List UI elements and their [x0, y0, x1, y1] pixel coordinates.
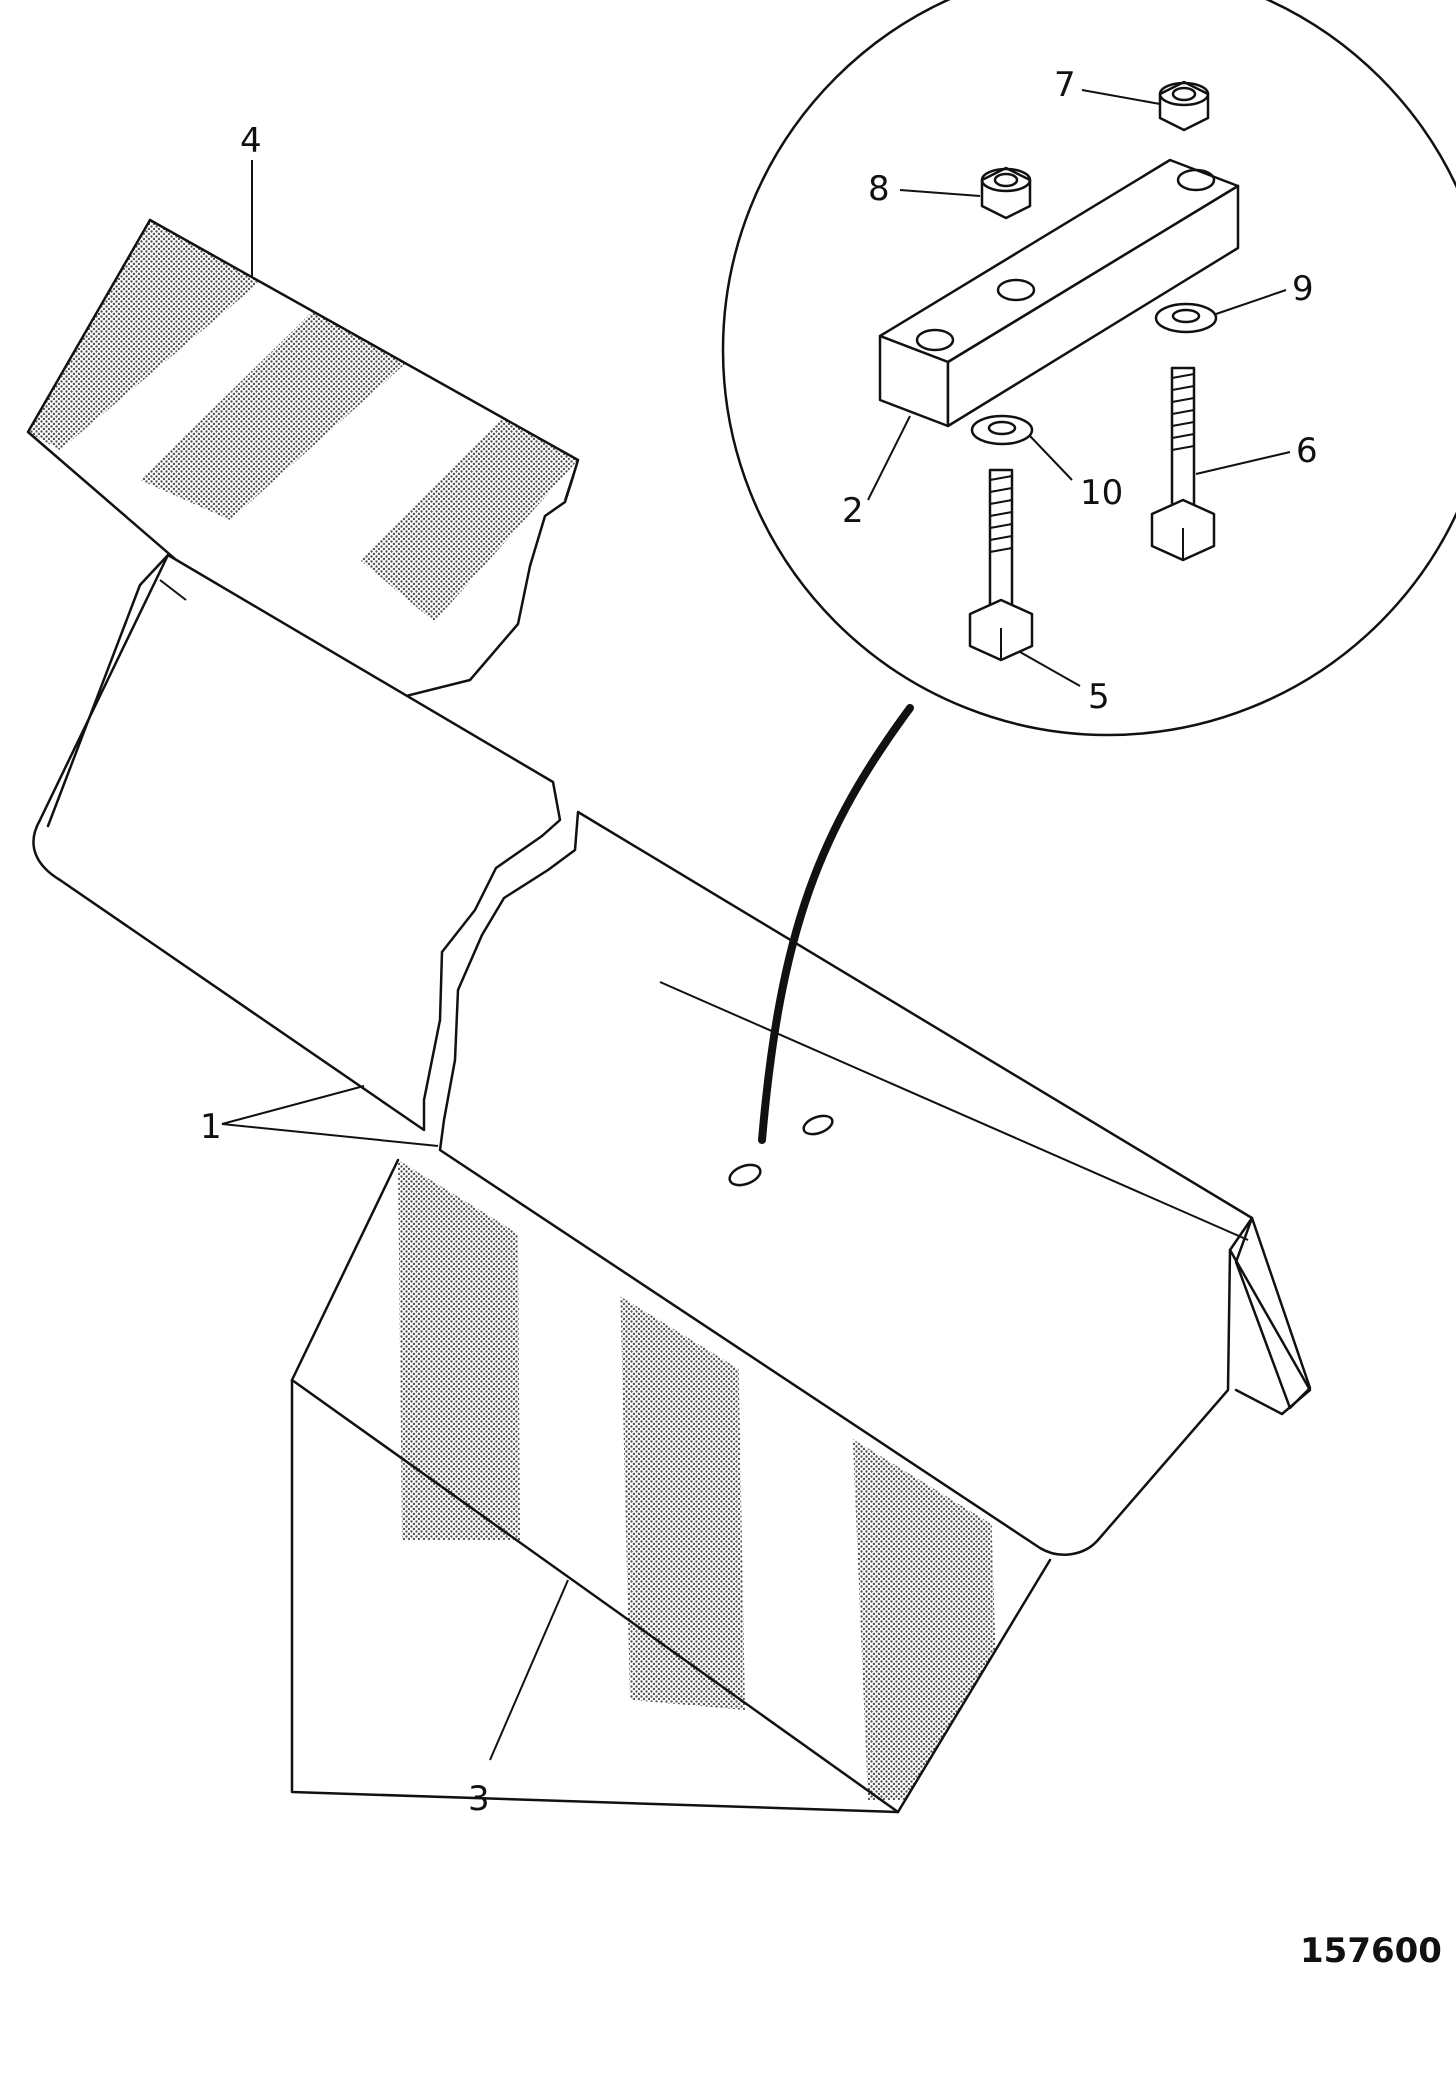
- front-reflective-strip: [290, 1158, 1052, 1814]
- callout-8: 8: [868, 169, 890, 209]
- callout-9: 9: [1292, 269, 1314, 309]
- bolt-6: [1150, 366, 1216, 562]
- bolt-5: [968, 468, 1034, 662]
- callout-7: 7: [1054, 65, 1076, 105]
- figure-number: 157600: [1300, 1931, 1442, 1971]
- detail-connector: [758, 704, 914, 1144]
- spacer-block: [878, 158, 1240, 428]
- angled-rail: [32, 553, 1312, 1556]
- nut-8: [980, 166, 1032, 220]
- detail-inset: [721, 0, 1456, 737]
- callout-2: 2: [842, 491, 864, 531]
- washer-9: [1154, 302, 1218, 334]
- callout-5: 5: [1088, 677, 1110, 717]
- leader-1a: [221, 1085, 365, 1125]
- washer-10: [970, 414, 1034, 446]
- callout-6: 6: [1296, 431, 1318, 471]
- callout-10: 10: [1080, 473, 1123, 513]
- callout-1: 1: [200, 1107, 222, 1147]
- leader-1b: [221, 1123, 439, 1147]
- rear-reflective-strip: [26, 218, 580, 712]
- callout-4: 4: [240, 121, 262, 161]
- leader-3: [489, 1579, 569, 1761]
- callout-3: 3: [468, 1779, 490, 1819]
- nut-7: [1158, 80, 1210, 132]
